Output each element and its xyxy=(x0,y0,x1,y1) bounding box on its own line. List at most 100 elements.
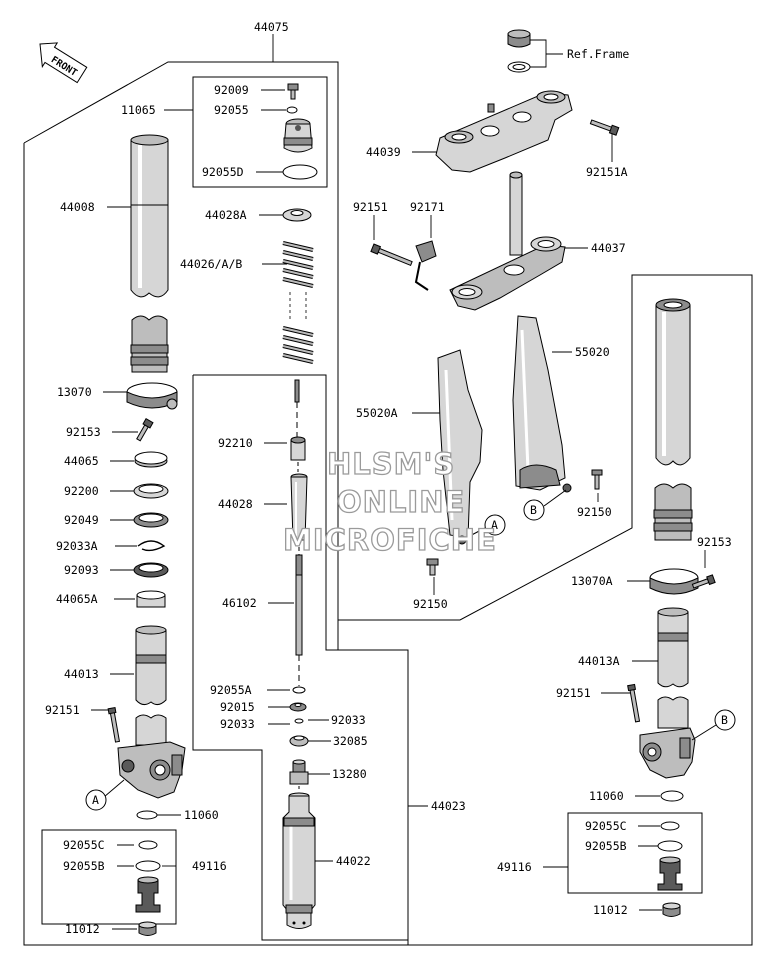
label-92049: 92049 xyxy=(64,513,99,527)
oring-92055A xyxy=(292,686,306,694)
leader-lines xyxy=(91,34,706,930)
collar-44028 xyxy=(290,473,308,541)
outer-tube-right xyxy=(653,298,693,541)
outer-tube-lower xyxy=(130,315,169,373)
label-11065: 11065 xyxy=(121,103,156,117)
label-92171: 92171 xyxy=(410,200,445,214)
oring-92055B-right xyxy=(657,840,683,852)
seal-92093 xyxy=(133,562,169,578)
guard-55020 xyxy=(512,315,572,493)
lower-clamp-44037 xyxy=(449,171,566,311)
label-92153-right: 92153 xyxy=(697,535,732,549)
valve-49116-left xyxy=(135,876,161,913)
label-13280: 13280 xyxy=(332,767,367,781)
bolt-92151-top xyxy=(370,243,413,266)
outer-tube-44008 xyxy=(130,134,169,298)
label-11012-left: 11012 xyxy=(65,922,100,936)
ref-frame-label: Ref.Frame xyxy=(567,47,629,61)
axle-holder-right xyxy=(639,727,696,779)
callout-a-right: A xyxy=(491,518,498,532)
label-44008: 44008 xyxy=(60,200,95,214)
label-44065: 44065 xyxy=(64,454,99,468)
label-92153: 92153 xyxy=(66,425,101,439)
fork-guards xyxy=(426,315,603,576)
label-92151A: 92151A xyxy=(586,165,628,179)
callout-b-guard: B xyxy=(530,503,537,517)
callout-a-left: A xyxy=(92,793,99,807)
bushing-44065A xyxy=(136,590,166,608)
pin xyxy=(294,379,300,403)
callout-b-right: B xyxy=(721,713,728,727)
nut-92015 xyxy=(289,702,307,712)
label-92033A: 92033A xyxy=(56,539,98,553)
label-44026: 44026/A/B xyxy=(180,257,242,271)
bolt-92151A xyxy=(589,119,620,136)
inner-tube-44013 xyxy=(135,625,167,746)
screw-92009 xyxy=(287,83,299,100)
bolt-92153 xyxy=(136,418,154,442)
label-44028: 44028 xyxy=(218,497,253,511)
rod-46102 xyxy=(295,554,303,656)
nut-11012-right xyxy=(662,902,681,917)
label-13070: 13070 xyxy=(57,385,92,399)
label-92200: 92200 xyxy=(64,484,99,498)
piston-32085 xyxy=(289,735,309,747)
watermark-line-1: HLSM'S xyxy=(327,447,455,481)
right-fork-parts xyxy=(627,298,716,917)
label-92055C-right: 92055C xyxy=(585,819,627,833)
clamp-13070 xyxy=(126,382,178,410)
label-44075: 44075 xyxy=(254,20,289,34)
label-55020A: 55020A xyxy=(356,406,398,420)
watermark-line-2: ONLINE xyxy=(337,485,465,519)
watermark: HLSM'S ONLINE MICROFICHE xyxy=(282,446,496,557)
label-44039: 44039 xyxy=(366,145,401,159)
bolt-92151-right xyxy=(627,683,641,723)
label-44037: 44037 xyxy=(591,241,626,255)
label-92150-right: 92150 xyxy=(577,505,612,519)
left-fork-parts xyxy=(107,134,186,936)
valve-49116-right xyxy=(657,856,683,891)
spring-seat-44028A xyxy=(282,208,312,222)
ring-44065 xyxy=(134,451,168,468)
part-labels: Ref.Frame 44075 11065 92009 92055 92055D… xyxy=(45,20,732,936)
label-44065A: 44065A xyxy=(56,592,98,606)
oring-92055 xyxy=(286,106,298,114)
label-11012-right: 11012 xyxy=(593,903,628,917)
label-44022: 44022 xyxy=(336,854,371,868)
label-46102: 46102 xyxy=(222,596,257,610)
clamp-13070A xyxy=(649,568,699,595)
label-44023: 44023 xyxy=(431,799,466,813)
label-55020: 55020 xyxy=(575,345,610,359)
oring-92055D xyxy=(282,164,318,180)
label-49116-right: 49116 xyxy=(497,860,532,874)
label-92210: 92210 xyxy=(218,436,253,450)
label-92009: 92009 xyxy=(214,83,249,97)
label-32085: 32085 xyxy=(333,734,368,748)
callouts: A A B B xyxy=(85,489,736,811)
label-11060-right: 11060 xyxy=(589,789,624,803)
label-92151-right: 92151 xyxy=(556,686,591,700)
bolt-92150-bottom xyxy=(426,558,439,576)
axle-holder xyxy=(117,741,186,799)
label-92015: 92015 xyxy=(220,700,255,714)
washer-92033 xyxy=(294,718,304,724)
valve-13280 xyxy=(289,759,309,785)
guard-55020A xyxy=(437,349,483,545)
label-92055D: 92055D xyxy=(202,165,244,179)
label-92151-left: 92151 xyxy=(45,703,80,717)
cylinder-44022 xyxy=(282,792,316,929)
label-92055C-left: 92055C xyxy=(63,838,105,852)
label-44013: 44013 xyxy=(64,667,99,681)
oring-92055C-left xyxy=(138,840,158,850)
bolt-92153-right xyxy=(691,574,716,589)
damper-parts xyxy=(282,379,316,929)
label-44013A: 44013A xyxy=(578,654,620,668)
nut-11012-left xyxy=(138,921,157,936)
label-92093: 92093 xyxy=(64,563,99,577)
label-92055A: 92055A xyxy=(210,683,252,697)
cap-bolt xyxy=(283,118,313,153)
label-13070A: 13070A xyxy=(571,574,613,588)
nut-92210 xyxy=(290,436,306,461)
label-92055B-right: 92055B xyxy=(585,839,627,853)
